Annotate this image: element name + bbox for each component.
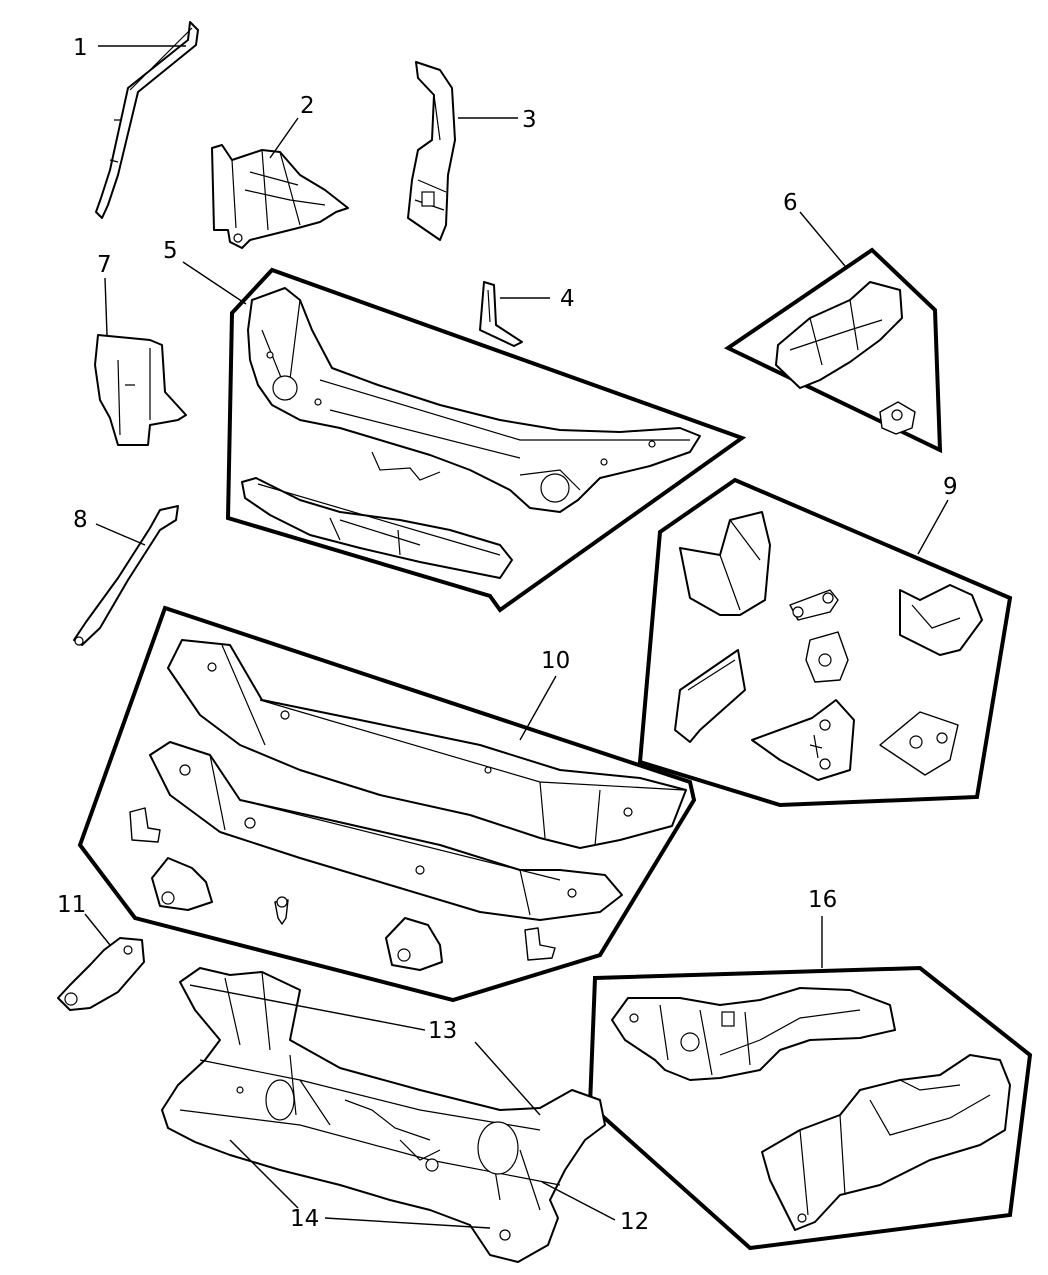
callout-9: 9 bbox=[943, 474, 958, 500]
callout-16: 16 bbox=[808, 887, 837, 913]
callout-8: 8 bbox=[73, 507, 88, 533]
callout-4: 4 bbox=[560, 286, 575, 312]
part-9-bracket-kit bbox=[674, 511, 983, 781]
part-2-bracket bbox=[211, 144, 349, 249]
part-5-radiator-support bbox=[241, 287, 701, 579]
group-outline-6 bbox=[724, 247, 943, 454]
part-7-bracket bbox=[94, 334, 187, 446]
group-outline-9 bbox=[637, 477, 1013, 808]
callout-14: 14 bbox=[290, 1206, 319, 1232]
part-11-bracket bbox=[57, 937, 145, 1011]
part-3-strap-bracket bbox=[407, 61, 456, 241]
callout-3: 3 bbox=[522, 107, 537, 133]
part-8-tie-rod bbox=[73, 505, 179, 646]
callout-5: 5 bbox=[163, 238, 178, 264]
callout-11: 11 bbox=[57, 892, 86, 918]
callout-12: 12 bbox=[620, 1209, 649, 1235]
callout-labels: 1 2 3 4 5 6 7 8 9 10 11 12 13 14 16 bbox=[57, 35, 958, 1235]
part-1-brace-rod bbox=[95, 21, 199, 219]
callout-2: 2 bbox=[300, 93, 315, 119]
group-outline-5 bbox=[225, 267, 747, 613]
group-outline-10 bbox=[77, 605, 697, 1003]
part-12-14-engine-cradle bbox=[161, 967, 606, 1263]
callout-7: 7 bbox=[97, 252, 112, 278]
callout-10: 10 bbox=[541, 648, 570, 674]
callout-13: 13 bbox=[428, 1018, 457, 1044]
callout-1: 1 bbox=[73, 35, 88, 61]
part-6-panel bbox=[775, 281, 916, 435]
part-4-small-bracket bbox=[479, 281, 523, 347]
callout-6: 6 bbox=[783, 190, 798, 216]
leader-lines bbox=[84, 45, 949, 1229]
part-16-panels bbox=[611, 987, 1011, 1231]
part-10-crossmember-kit bbox=[129, 639, 687, 971]
